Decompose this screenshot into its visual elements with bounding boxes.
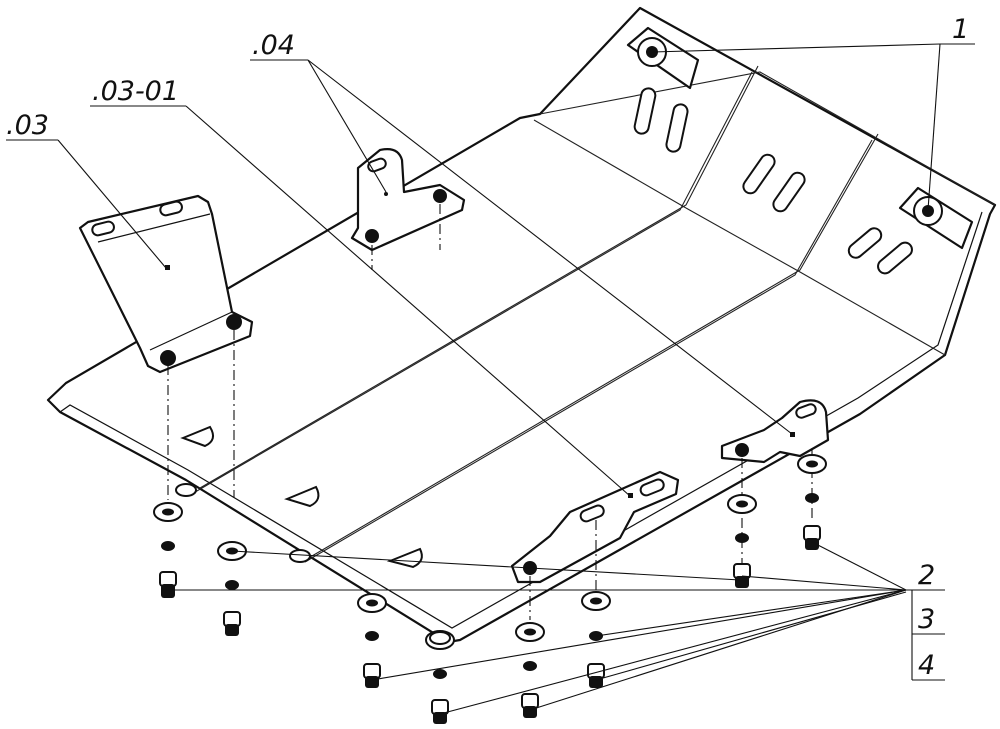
bracket-03 [78,194,254,374]
callout-2: 2 [918,560,935,591]
fastener-stack-left [153,502,183,598]
fastener-stack-right-2 [797,454,827,550]
callout-03: .03 [6,110,49,141]
fastener-stack-right [727,494,757,588]
callout-1: 1 [952,14,969,45]
callout-4: 4 [918,650,935,681]
fastener-stack-left-2 [217,541,247,636]
skid-plate [46,6,997,644]
leader-lines [6,43,975,715]
bracket-04 [350,148,466,252]
bracket-04-right [720,399,830,464]
callout-03-01: .03-01 [92,76,179,107]
fastener-stack-mid [357,593,387,688]
mounting-nut-1 [626,26,974,250]
fastener-stack-center [515,622,545,718]
edge-washers [175,483,451,645]
fastener-stack-center-2 [581,591,611,688]
callouts: .03 .03-01 .04 1 2 3 4 [6,14,969,681]
callout-3: 3 [918,604,935,635]
callout-04: .04 [252,30,295,61]
